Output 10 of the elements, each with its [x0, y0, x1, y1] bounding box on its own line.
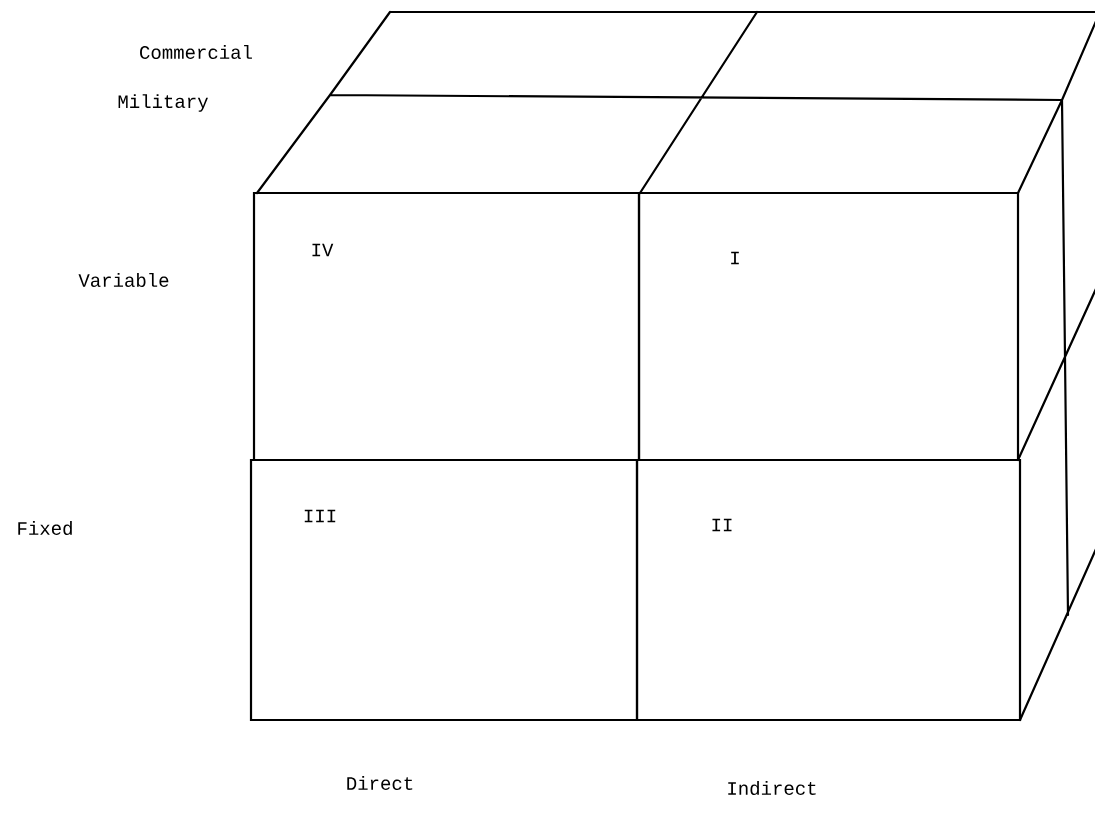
- axis-label: Fixed: [18, 521, 72, 535]
- axis-label: Commercial: [140, 45, 252, 59]
- axis-label: Variable: [78, 273, 169, 287]
- axis-label: Military: [118, 94, 208, 112]
- cube-cell: IV: [252, 191, 641, 462]
- axis-label: Indirect: [728, 781, 816, 795]
- axis-label: Direct: [347, 776, 413, 790]
- cube-cell: I: [637, 191, 1020, 462]
- cube-cell: II: [635, 458, 1022, 722]
- cube-cell: III: [249, 458, 639, 722]
